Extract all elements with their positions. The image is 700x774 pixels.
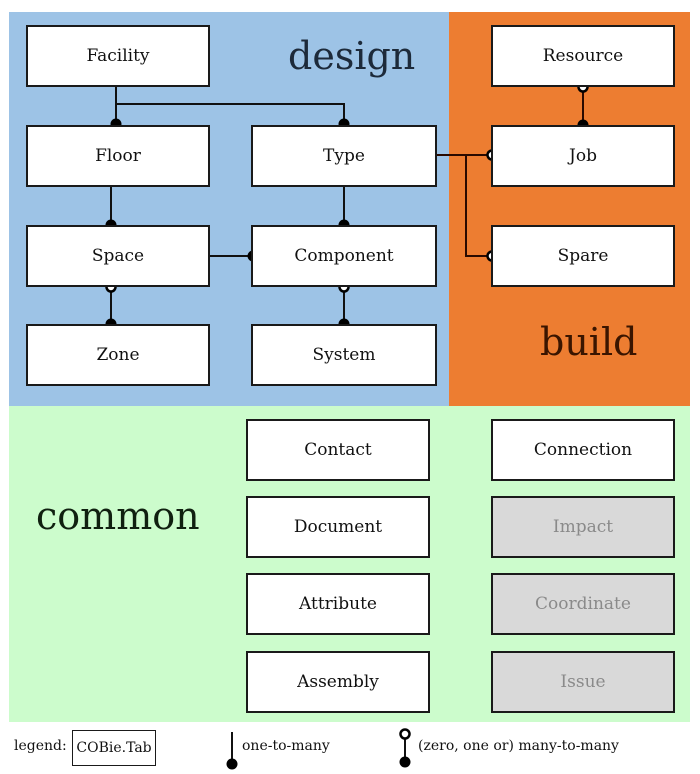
design-region-label: design <box>288 34 416 78</box>
one-to-many-symbol-icon <box>226 732 238 770</box>
table-type[interactable]: Type <box>251 125 437 187</box>
link-facility-type <box>116 103 345 124</box>
table-label: Floor <box>95 146 141 166</box>
table-label: Space <box>91 246 145 266</box>
table-label: Component <box>294 246 394 266</box>
table-impact[interactable]: Impact <box>491 496 675 558</box>
table-connection[interactable]: Connection <box>491 419 675 481</box>
table-label: Job <box>569 146 597 166</box>
table-space[interactable]: Space <box>26 225 210 287</box>
table-label: Connection <box>533 440 633 460</box>
table-issue[interactable]: Issue <box>491 651 675 713</box>
table-label: Issue <box>560 672 606 692</box>
table-zone[interactable]: Zone <box>26 324 210 386</box>
legend-title: legend: <box>14 738 67 754</box>
table-label: Zone <box>96 345 140 365</box>
table-label: Document <box>293 517 383 537</box>
table-job[interactable]: Job <box>491 125 675 187</box>
table-spare[interactable]: Spare <box>491 225 675 287</box>
table-label: System <box>312 345 376 365</box>
table-system[interactable]: System <box>251 324 437 386</box>
build-region-label: build <box>540 320 638 364</box>
table-facility[interactable]: Facility <box>26 25 210 87</box>
table-coordinate[interactable]: Coordinate <box>491 573 675 635</box>
link-type-spare <box>465 155 491 257</box>
table-floor[interactable]: Floor <box>26 125 210 187</box>
table-label: Impact <box>552 517 614 537</box>
table-contact[interactable]: Contact <box>246 419 430 481</box>
table-document[interactable]: Document <box>246 496 430 558</box>
legend-many-to-many-label: (zero, one or) many-to-many <box>418 738 619 754</box>
table-label: Attribute <box>299 594 377 614</box>
table-attribute[interactable]: Attribute <box>246 573 430 635</box>
table-label: Assembly <box>297 672 379 692</box>
table-label: Spare <box>557 246 609 266</box>
table-label: Facility <box>86 46 150 66</box>
common-region-label: common <box>36 494 200 538</box>
many-to-many-symbol-icon <box>399 728 411 768</box>
legend-tab-sample-label: COBie.Tab <box>76 740 152 756</box>
table-label: Coordinate <box>535 594 631 614</box>
table-assembly[interactable]: Assembly <box>246 651 430 713</box>
table-label: Type <box>323 146 365 166</box>
legend-one-to-many-label: one-to-many <box>242 738 330 754</box>
table-label: Resource <box>542 46 624 66</box>
table-label: Contact <box>304 440 372 460</box>
table-resource[interactable]: Resource <box>491 25 675 87</box>
legend-tab-sample: COBie.Tab <box>72 730 156 766</box>
table-component[interactable]: Component <box>251 225 437 287</box>
legend: legend: COBie.Tab one-to-many (zero, one… <box>0 722 700 774</box>
